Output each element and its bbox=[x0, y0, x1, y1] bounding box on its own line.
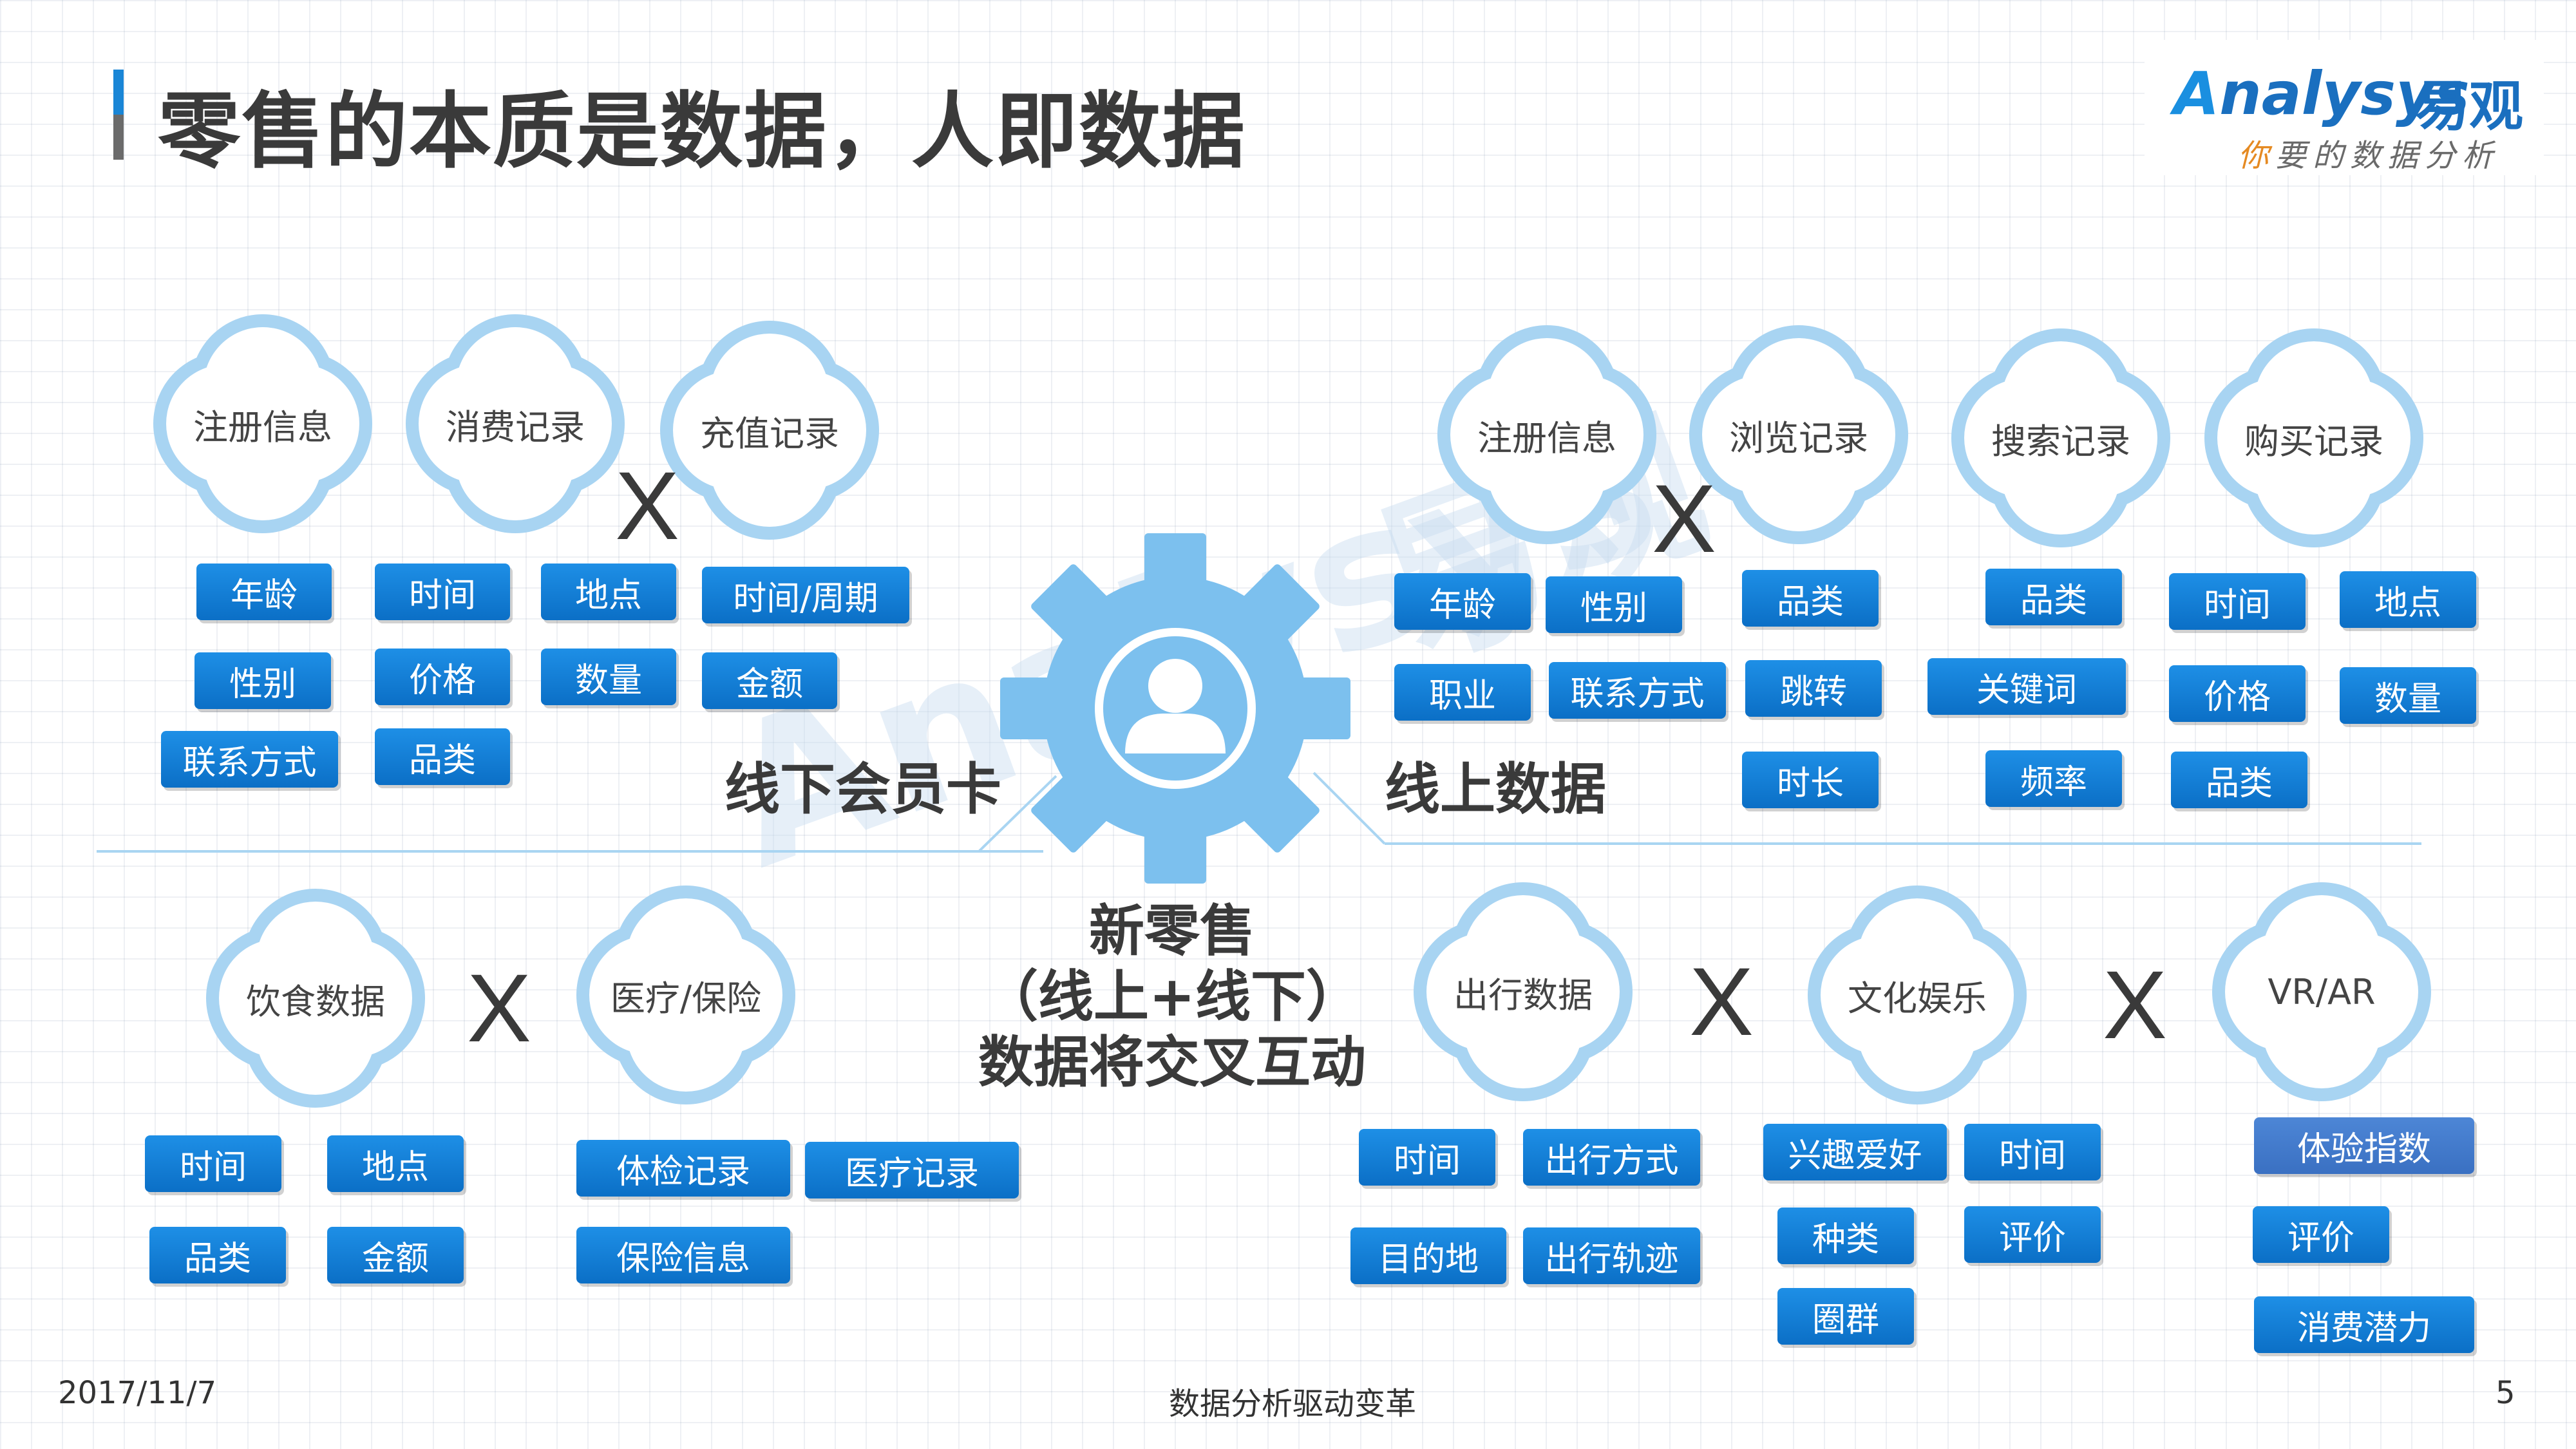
tag-type: 种类 bbox=[1777, 1208, 1914, 1264]
center-caption: 新零售 （线上+线下） 数据将交叉互动 bbox=[978, 899, 1366, 1095]
tag-category: 品类 bbox=[149, 1227, 286, 1283]
gear-user-icon bbox=[995, 528, 1356, 889]
tag-price: 价格 bbox=[375, 649, 510, 705]
tag-location: 地点 bbox=[327, 1135, 464, 1192]
tag-age: 年龄 bbox=[196, 564, 332, 620]
cloud-medical-insurance: 医疗/保险 bbox=[570, 879, 802, 1111]
tag-hobbies: 兴趣爱好 bbox=[1763, 1124, 1947, 1180]
tag-price: 价格 bbox=[2169, 665, 2306, 722]
tag-quantity: 数量 bbox=[541, 649, 676, 705]
title-accent-bar bbox=[113, 70, 124, 160]
tag-time-period: 时间/周期 bbox=[702, 567, 909, 623]
tag-redirect: 跳转 bbox=[1745, 660, 1882, 717]
cross-operator: X bbox=[1652, 464, 1717, 573]
tag-occupation: 职业 bbox=[1394, 664, 1531, 721]
tag-contact: 联系方式 bbox=[1549, 662, 1726, 719]
cloud-search: 搜索记录 bbox=[1945, 322, 2177, 554]
analysys-logo: Analysys 易观 你要的数据分析 bbox=[2145, 40, 2544, 175]
tag-consumption-potential: 消费潜力 bbox=[2254, 1296, 2474, 1353]
cloud-vr-ar: VR/AR bbox=[2206, 876, 2438, 1108]
tag-category: 品类 bbox=[1742, 570, 1879, 627]
tag-duration: 时长 bbox=[1742, 752, 1879, 808]
footer-caption: 数据分析驱动变革 bbox=[1169, 1386, 1417, 1422]
footer-date: 2017/11/7 bbox=[58, 1375, 217, 1411]
tag-category: 品类 bbox=[375, 728, 510, 785]
cross-operator: X bbox=[615, 451, 680, 560]
tag-amount: 金额 bbox=[327, 1227, 464, 1283]
cloud-travel: 出行数据 bbox=[1407, 876, 1639, 1108]
page-title: 零售的本质是数据，人即数据 bbox=[158, 84, 1247, 180]
cloud-recharge: 充值记录 bbox=[654, 314, 886, 546]
tag-time: 时间 bbox=[375, 564, 510, 620]
offline-label: 线下会员卡 bbox=[724, 757, 1001, 822]
tag-category: 品类 bbox=[2171, 752, 2307, 808]
tag-insurance-info: 保险信息 bbox=[576, 1227, 790, 1283]
cloud-browsing: 浏览记录 bbox=[1683, 319, 1915, 551]
tag-experience-index: 体验指数 bbox=[2254, 1117, 2474, 1174]
tag-destination: 目的地 bbox=[1350, 1227, 1506, 1284]
tag-time: 时间 bbox=[145, 1135, 281, 1192]
cloud-diet: 饮食数据 bbox=[200, 882, 431, 1114]
tag-medical-record: 医疗记录 bbox=[805, 1142, 1019, 1198]
cross-operator: X bbox=[1689, 947, 1754, 1056]
online-label: 线上数据 bbox=[1385, 757, 1606, 822]
tag-time: 时间 bbox=[1359, 1129, 1495, 1186]
tag-rating: 评价 bbox=[2253, 1206, 2389, 1263]
page-number: 5 bbox=[2496, 1375, 2515, 1411]
tag-gender: 性别 bbox=[1546, 576, 1682, 633]
tag-location: 地点 bbox=[541, 564, 676, 620]
tag-location: 地点 bbox=[2340, 571, 2476, 628]
tag-category: 品类 bbox=[1985, 569, 2122, 625]
tag-keyword: 关键词 bbox=[1927, 658, 2126, 715]
tag-time: 时间 bbox=[2169, 573, 2306, 630]
tag-frequency: 频率 bbox=[1985, 750, 2122, 807]
tag-rating: 评价 bbox=[1964, 1206, 2101, 1263]
tag-gender: 性别 bbox=[194, 652, 331, 709]
tag-contact: 联系方式 bbox=[161, 731, 338, 788]
cloud-consumption: 消费记录 bbox=[399, 308, 631, 540]
cloud-registration: 注册信息 bbox=[147, 308, 379, 540]
tag-age: 年龄 bbox=[1394, 573, 1531, 630]
tag-travel-mode: 出行方式 bbox=[1523, 1129, 1700, 1186]
cloud-online-registration: 注册信息 bbox=[1431, 319, 1663, 551]
tag-time: 时间 bbox=[1964, 1124, 2101, 1180]
tag-amount: 金额 bbox=[702, 652, 837, 709]
cross-operator: X bbox=[2103, 951, 2168, 1059]
cross-operator: X bbox=[467, 954, 532, 1062]
tag-circle-group: 圈群 bbox=[1777, 1288, 1914, 1345]
tag-quantity: 数量 bbox=[2340, 667, 2476, 724]
cloud-entertainment: 文化娱乐 bbox=[1801, 879, 2033, 1111]
tag-travel-track: 出行轨迹 bbox=[1523, 1227, 1700, 1284]
cloud-purchase: 购买记录 bbox=[2198, 322, 2430, 554]
tag-checkup-record: 体检记录 bbox=[576, 1140, 790, 1197]
